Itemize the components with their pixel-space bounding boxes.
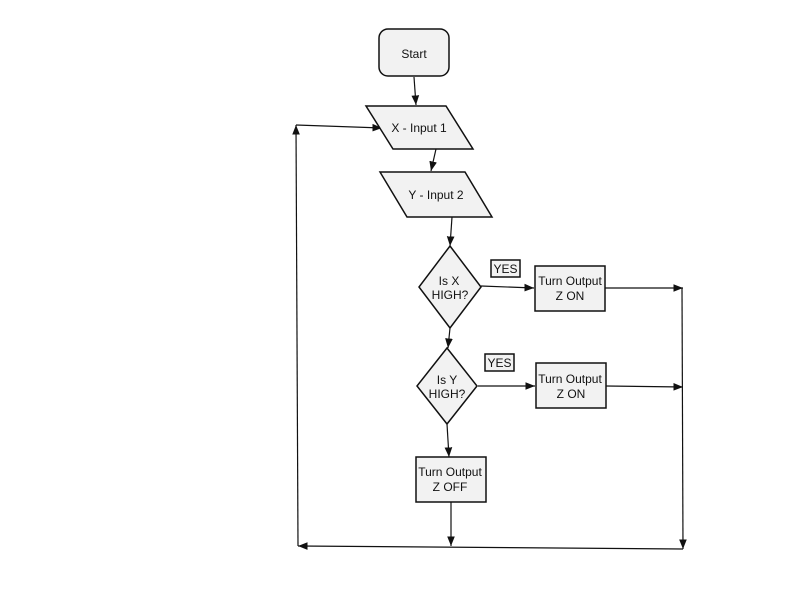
connectors: [292, 76, 687, 550]
edge-input-y-to-decision-x: [446, 216, 455, 247]
edge-decision-x-yes: [480, 283, 535, 292]
edge-start-to-input-x: [411, 76, 420, 106]
node-input-x: X - Input 1: [364, 105, 475, 150]
node-input-y-label: Y - Input 2: [408, 188, 463, 202]
node-output-x-on-line2: Z ON: [556, 289, 585, 303]
node-output-y-on-line1: Turn Output: [538, 372, 602, 386]
node-output-y-on: Turn Output Z ON: [535, 362, 607, 409]
node-output-y-on-line2: Z ON: [557, 387, 586, 401]
edge-input-x-to-input-y: [429, 148, 437, 172]
node-output-x-on-line1: Turn Output: [538, 274, 602, 288]
node-decision-x-line1: Is X: [439, 274, 460, 288]
node-start: Start: [378, 28, 450, 77]
edge-label-x-yes: YES: [490, 259, 521, 278]
edge-on2-to-right: [605, 383, 684, 391]
node-input-y: Y - Input 2: [378, 171, 494, 218]
edge-loop-back-to-input-x: [295, 123, 383, 132]
node-decision-y: Is Y HIGH?: [416, 346, 478, 426]
node-output-off: Turn Output Z OFF: [415, 456, 487, 503]
edge-label-y-yes: YES: [484, 353, 515, 372]
edge-right-vertical: [679, 287, 687, 550]
edge-left-vertical: [292, 124, 300, 547]
node-decision-x-line2: HIGH?: [432, 288, 469, 302]
edge-label-x-yes-text: YES: [493, 262, 517, 276]
node-input-x-label: X - Input 1: [391, 121, 447, 135]
edge-label-y-yes-text: YES: [487, 356, 511, 370]
node-output-x-on: Turn Output Z ON: [534, 265, 606, 312]
node-decision-x: Is X HIGH?: [418, 244, 482, 330]
edge-bottom-horizontal: [297, 542, 684, 550]
node-start-label: Start: [401, 47, 427, 61]
node-output-off-line2: Z OFF: [433, 480, 468, 494]
node-decision-y-line2: HIGH?: [429, 387, 466, 401]
edge-decision-y-no: [444, 423, 453, 458]
node-decision-y-line1: Is Y: [437, 373, 457, 387]
edge-decision-x-no: [445, 327, 453, 349]
node-output-off-line1: Turn Output: [418, 465, 482, 479]
